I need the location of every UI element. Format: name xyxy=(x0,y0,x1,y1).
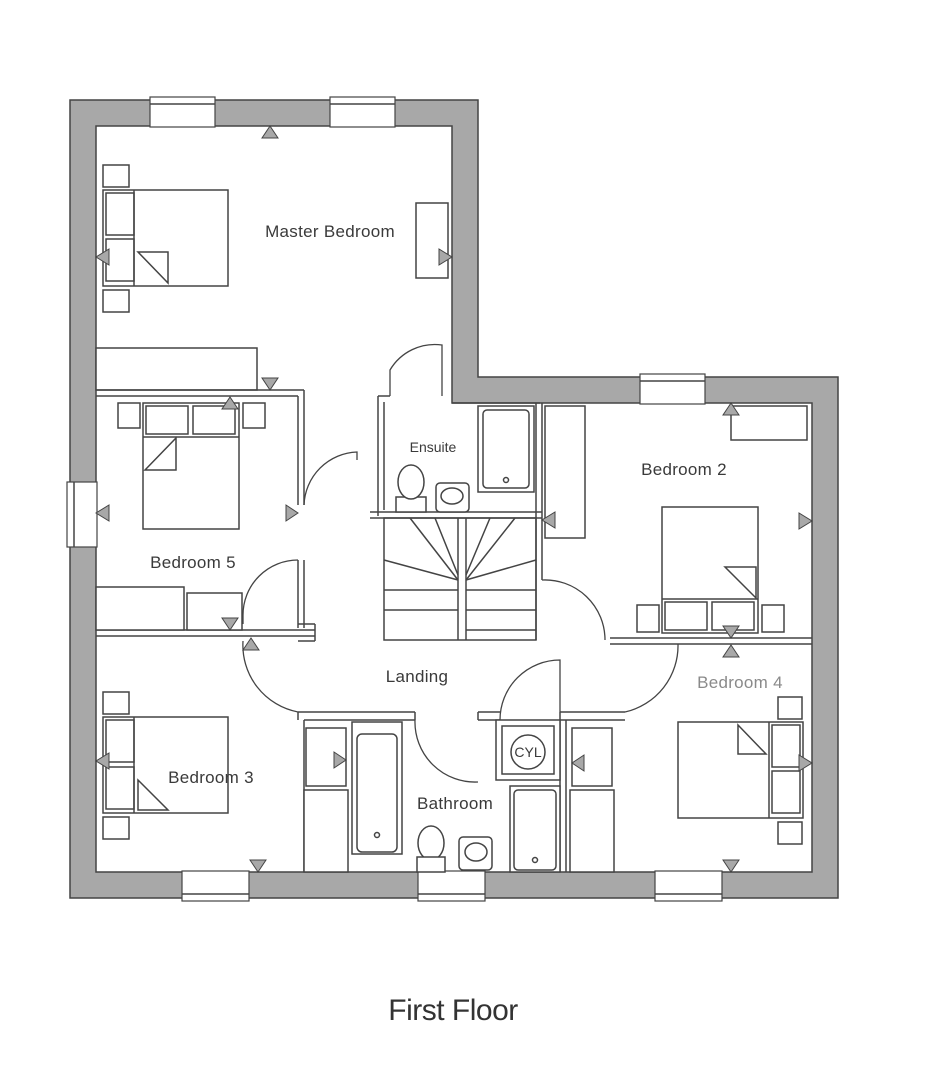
marker-arrow xyxy=(261,377,279,391)
outer-wall xyxy=(69,99,839,899)
staircase xyxy=(383,517,537,641)
bedroom3-bed xyxy=(102,691,229,840)
floor-title: First Floor xyxy=(388,994,518,1027)
bedroom4-bed xyxy=(677,696,804,845)
room-label-ensuite: Ensuite xyxy=(410,439,457,455)
window xyxy=(66,481,98,548)
window xyxy=(329,96,396,128)
bedroom2-bed xyxy=(636,405,808,634)
marker-arrow xyxy=(249,859,267,873)
bedroom5-bed xyxy=(117,402,266,530)
cylinder-label: CYL xyxy=(514,744,541,760)
marker-arrow xyxy=(95,248,110,266)
window xyxy=(181,870,250,902)
marker-arrow xyxy=(261,125,279,139)
bathroom-fixtures xyxy=(351,721,561,873)
room-label-master-bedroom: Master Bedroom xyxy=(265,222,395,241)
room-label-bedroom-2: Bedroom 2 xyxy=(641,460,727,479)
window xyxy=(639,373,706,405)
marker-arrow xyxy=(438,248,453,266)
marker-arrow xyxy=(722,402,740,416)
windows xyxy=(66,96,723,902)
marker-arrow xyxy=(242,637,260,651)
radiator-markers xyxy=(95,125,813,873)
room-label-bedroom-3: Bedroom 3 xyxy=(168,768,254,787)
window xyxy=(149,96,216,128)
room-label-bedroom-5: Bedroom 5 xyxy=(150,553,236,572)
marker-arrow xyxy=(798,754,813,772)
marker-arrow xyxy=(285,504,299,522)
marker-arrow xyxy=(95,752,110,770)
marker-arrow xyxy=(221,396,239,410)
marker-arrow xyxy=(221,617,239,631)
marker-arrow xyxy=(541,511,556,529)
marker-arrow xyxy=(571,754,585,772)
marker-arrow xyxy=(798,512,813,530)
marker-arrow xyxy=(333,751,347,769)
marker-arrow xyxy=(722,644,740,658)
window xyxy=(654,870,723,902)
doors xyxy=(242,343,679,783)
room-label-bedroom-4: Bedroom 4 xyxy=(697,673,783,692)
cylinder xyxy=(510,734,546,770)
room-label-landing: Landing xyxy=(386,667,449,686)
room-label-bathroom: Bathroom xyxy=(417,794,493,813)
window xyxy=(417,870,486,902)
marker-arrow xyxy=(95,504,110,522)
marker-arrow xyxy=(722,625,740,639)
ensuite-fixtures xyxy=(395,405,535,513)
marker-arrow xyxy=(722,859,740,873)
